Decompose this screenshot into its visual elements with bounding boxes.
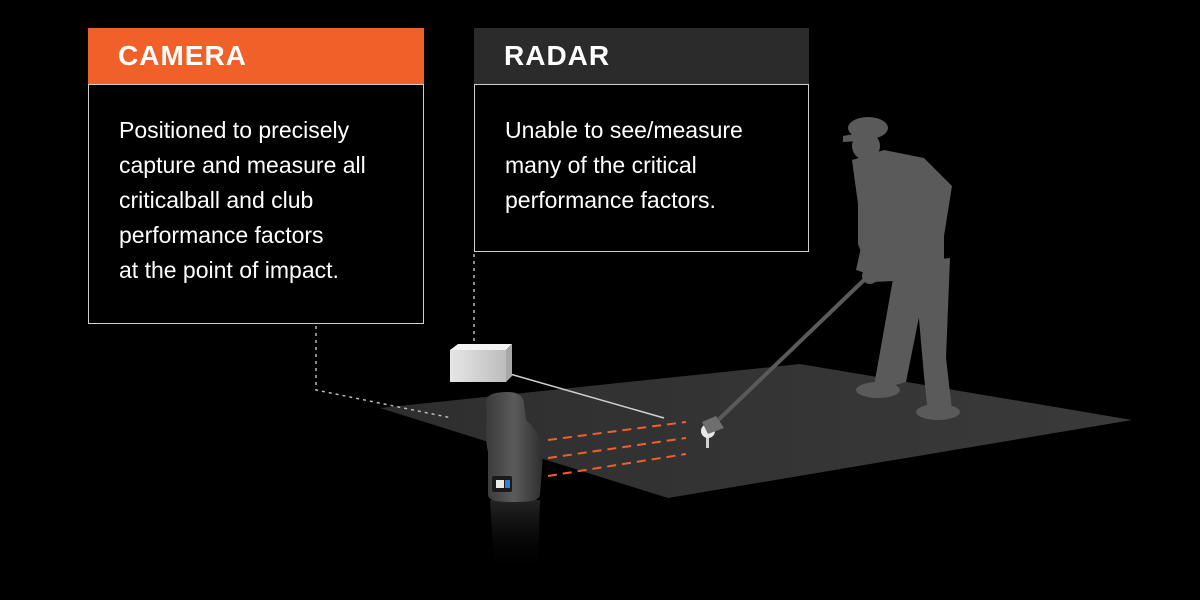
- camera-description-line: criticalball and club: [119, 187, 314, 213]
- camera-beams: [547, 421, 687, 477]
- camera-panel-title: CAMERA: [88, 28, 424, 84]
- radar-description-line: Unable to see/measure: [505, 117, 743, 143]
- radar-panel-title: RADAR: [474, 28, 809, 84]
- radar-description-line: many of the critical: [505, 152, 697, 178]
- radar-sight-line: [509, 373, 665, 419]
- camera-device-icon: [486, 392, 543, 574]
- camera-leader-line: [315, 326, 453, 419]
- camera-description-line: at the point of impact.: [119, 257, 339, 283]
- camera-description-line: Positioned to precisely: [119, 117, 350, 143]
- camera-panel: Positioned to precisely capture and meas…: [88, 84, 424, 324]
- radar-description-line: performance factors.: [505, 187, 716, 213]
- golfer-silhouette-icon: [702, 117, 960, 434]
- radar-unit-icon: [450, 344, 512, 382]
- radar-panel: Unable to see/measure many of the critic…: [474, 84, 809, 252]
- camera-description-line: performance factors: [119, 222, 324, 248]
- camera-description-line: capture and measure all: [119, 152, 366, 178]
